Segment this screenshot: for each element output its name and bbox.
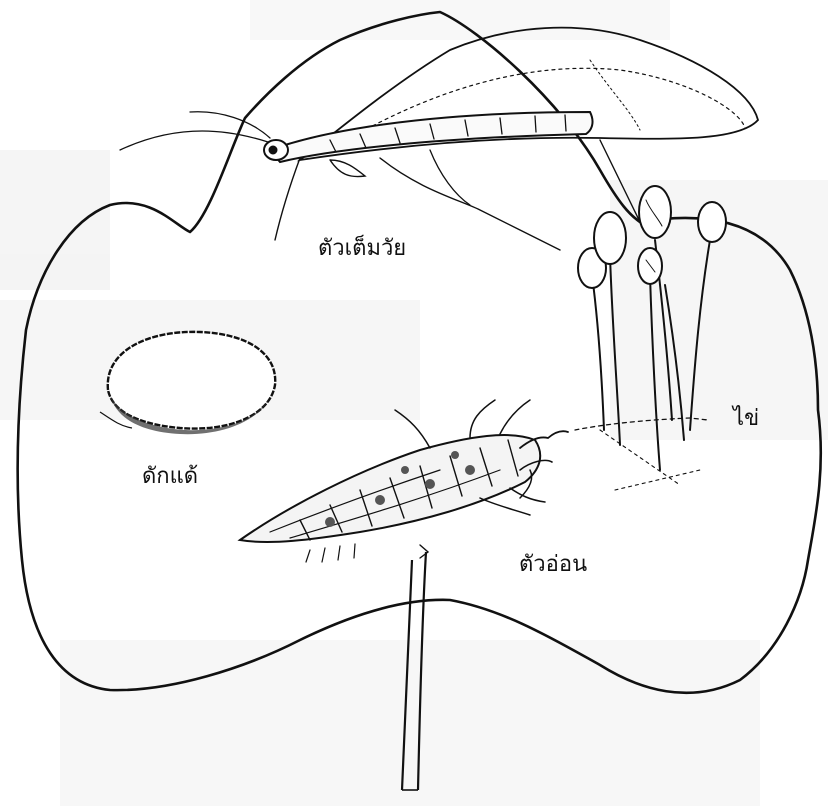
label-larva: ตัวอ่อน	[519, 554, 587, 576]
label-adult: ตัวเต็มวัย	[318, 238, 406, 260]
larva	[240, 400, 568, 562]
label-eggs: ไข่	[733, 408, 759, 430]
label-pupa: ดักแด้	[142, 466, 198, 488]
